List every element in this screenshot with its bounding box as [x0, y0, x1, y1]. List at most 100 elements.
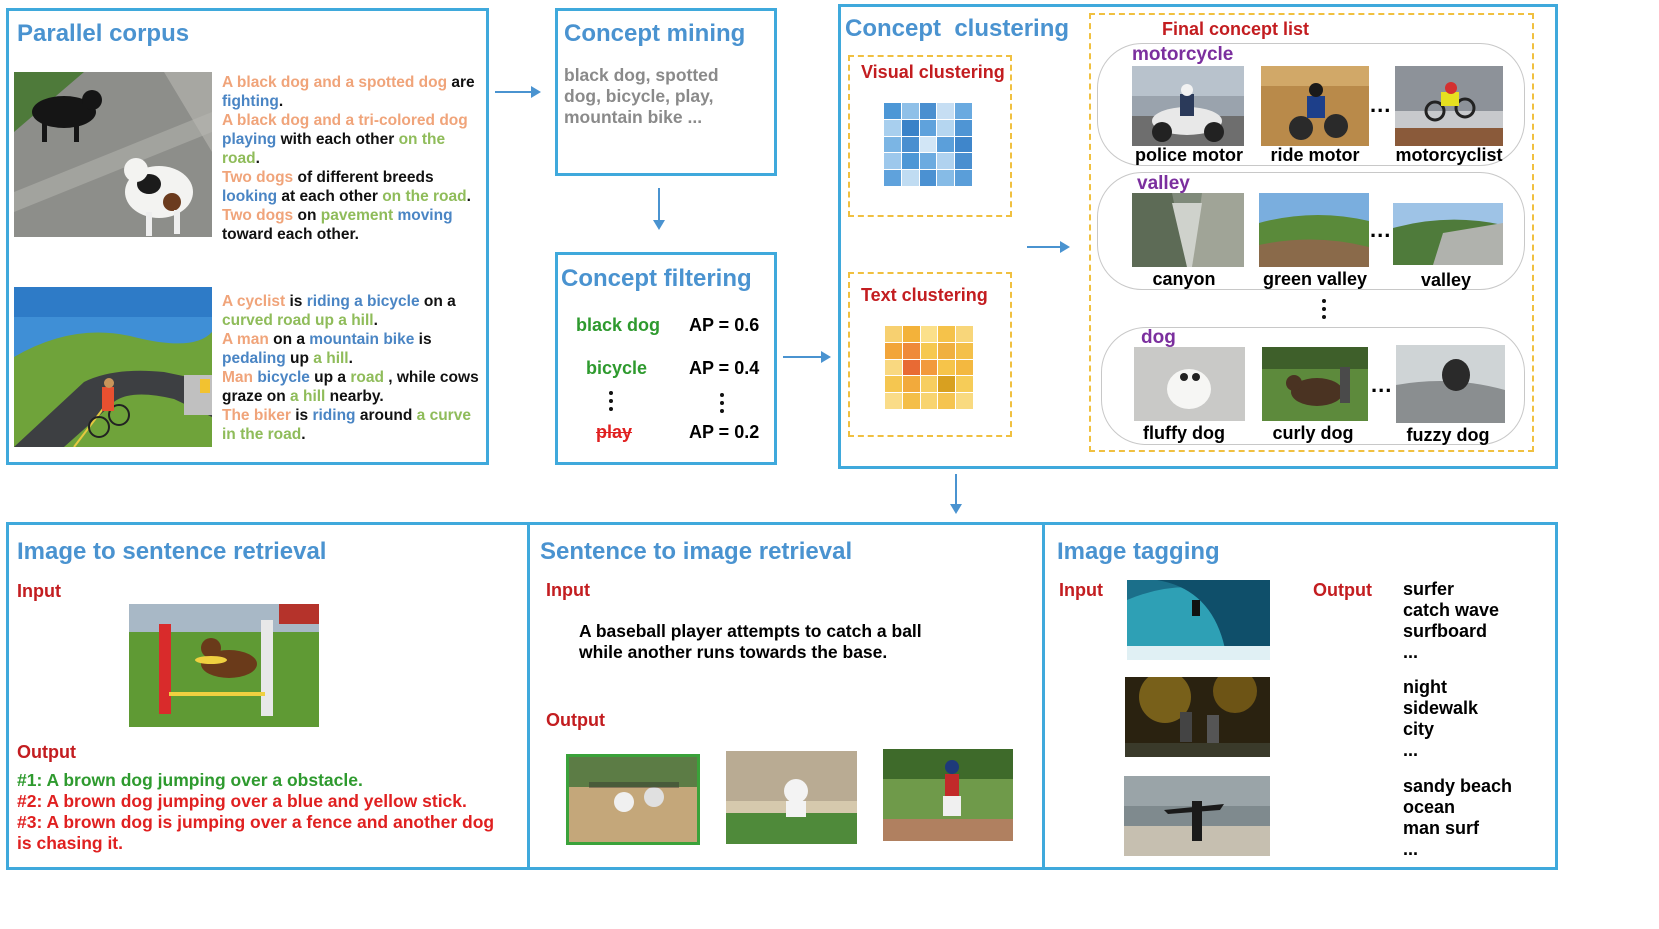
- visual-similarity-matrix: [884, 103, 972, 186]
- concept-group-motorcycle: [1097, 43, 1525, 166]
- caption-valley: valley: [1420, 270, 1472, 290]
- caption-segment: up a: [309, 369, 351, 386]
- sentence-to-image-input-label: Input: [546, 580, 590, 600]
- text-matrix-cell: [885, 326, 902, 342]
- image-to-sentence-input-label: Input: [17, 581, 61, 601]
- caption-segment: a curve: [416, 407, 471, 424]
- filter-ap-black-dog: AP = 0.6: [689, 315, 760, 335]
- concept-mining-title: Concept mining: [564, 20, 746, 47]
- motorcycle-ellipsis: ...: [1370, 92, 1392, 117]
- caption-segment: A cyclist: [222, 293, 286, 310]
- visual-matrix-cell: [919, 170, 937, 186]
- arrow-clusters-to-final: [1027, 241, 1070, 253]
- caption-line: pedaling up a hill.: [222, 349, 479, 368]
- visual-matrix-cell: [884, 103, 901, 119]
- filter-concept-play-removed: play: [596, 422, 633, 442]
- caption-line: A cyclist is riding a bicycle on a: [222, 292, 479, 311]
- caption-line: Two dogs on pavement moving: [222, 206, 479, 225]
- caption-segment: on the: [398, 131, 446, 148]
- caption-line: The biker is riding around a curve: [222, 406, 479, 425]
- caption-motorcyclist: motorcyclist: [1395, 145, 1503, 165]
- text-matrix-cell: [920, 359, 938, 376]
- visual-clustering-box: [848, 55, 1012, 217]
- retrieved-sentence-rank-2: #2: A brown dog jumping over a blue and …: [17, 791, 467, 811]
- caption-segment: nearby.: [325, 388, 384, 405]
- visual-matrix-cell: [937, 170, 955, 186]
- caption-segment: is: [414, 331, 432, 348]
- caption-line: looking at each other on the road.: [222, 187, 479, 206]
- caption-segment: around: [355, 407, 417, 424]
- caption-segment: fighting: [222, 93, 279, 110]
- caption-canyon: canyon: [1152, 269, 1216, 289]
- text-matrix-cell: [956, 342, 973, 359]
- tags-surfer-image: surfer catch wave surfboard ...: [1403, 579, 1500, 662]
- caption-segment: .: [255, 150, 260, 167]
- sentence-to-image-title: Sentence to image retrieval: [540, 538, 853, 565]
- arrow-mining-to-filtering: [653, 188, 665, 230]
- parallel-corpus-title: Parallel corpus: [17, 20, 190, 47]
- concept-filtering-panel: [555, 252, 777, 465]
- caption-segment: in the road: [222, 426, 302, 443]
- caption-segment: .: [373, 312, 378, 329]
- caption-segment: looking: [222, 188, 278, 205]
- sentence-to-image-output-label: Output: [546, 710, 605, 730]
- caption-segment: A black dog and a spotted dog: [222, 74, 448, 91]
- image-tagging-output-label: Output: [1313, 580, 1372, 600]
- caption-segment: curved road up a hill: [222, 312, 374, 329]
- caption-segment: is: [285, 293, 307, 310]
- text-matrix-cell: [920, 326, 938, 342]
- visual-matrix-cell: [955, 170, 972, 186]
- retrieved-sentence-rank-3-cont: is chasing it.: [17, 833, 123, 853]
- caption-curly-dog: curly dog: [1272, 423, 1354, 443]
- caption-segment: on the road: [382, 188, 467, 205]
- green-valley-photo: [1259, 193, 1369, 267]
- text-matrix-cell: [885, 359, 902, 376]
- visual-matrix-cell: [955, 136, 972, 153]
- visual-matrix-cell: [919, 119, 937, 136]
- text-matrix-cell: [902, 342, 920, 359]
- text-matrix-cell: [956, 326, 973, 342]
- valley-photo: [1393, 203, 1503, 265]
- text-matrix-cell: [938, 393, 956, 409]
- caption-segment: .: [466, 188, 471, 205]
- caption-segment: Two dogs: [222, 207, 294, 224]
- visual-matrix-cell: [937, 103, 955, 119]
- text-matrix-cell: [938, 376, 956, 393]
- arrow-corpus-to-mining: [495, 86, 541, 98]
- filter-vertical-ellipsis-left: [609, 391, 613, 415]
- final-concept-list-label: Final concept list: [1162, 19, 1310, 39]
- text-matrix-cell: [885, 393, 902, 409]
- caption-segment: toward each other.: [222, 226, 359, 243]
- caption-segment: bicycle: [257, 369, 310, 386]
- visual-matrix-cell: [901, 170, 919, 186]
- visual-matrix-cell: [884, 136, 901, 153]
- caption-segment: .: [348, 350, 353, 367]
- caption-line: A black dog and a tri-colored dog: [222, 111, 479, 130]
- image-tagging-title: Image tagging: [1057, 538, 1220, 565]
- filter-vertical-ellipsis-right: [720, 393, 724, 417]
- dog-jumping-input-photo: [129, 604, 319, 727]
- caption-block-dogs: A black dog and a spotted dog are fighti…: [222, 73, 479, 244]
- text-matrix-cell: [938, 326, 956, 342]
- caption-line: graze on a hill nearby.: [222, 387, 479, 406]
- filter-concept-black-dog: black dog: [576, 315, 661, 335]
- mined-concepts-text: black dog, spotted dog, bicycle, play, m…: [564, 65, 719, 127]
- retrieved-sentence-rank-1: #1: A brown dog jumping over a obstacle.: [17, 770, 363, 790]
- text-similarity-matrix: [885, 326, 973, 409]
- visual-matrix-cell: [901, 136, 919, 153]
- image-to-sentence-title: Image to sentence retrieval: [17, 538, 327, 565]
- caption-line: fighting.: [222, 92, 479, 111]
- text-matrix-cell: [885, 376, 902, 393]
- caption-segment: on a: [268, 331, 310, 348]
- caption-segment: graze on: [222, 388, 291, 405]
- caption-line: in the road.: [222, 425, 479, 444]
- caption-segment: moving: [397, 207, 453, 224]
- canyon-photo: [1132, 193, 1244, 267]
- caption-segment: riding a bicycle: [306, 293, 420, 310]
- text-matrix-cell: [902, 393, 920, 409]
- applications-divider-2: [1042, 522, 1045, 870]
- caption-segment: on a: [419, 293, 456, 310]
- visual-matrix-cell: [884, 119, 901, 136]
- visual-matrix-cell: [884, 153, 901, 170]
- query-sentence: A baseball player attempts to catch a ba…: [579, 621, 922, 662]
